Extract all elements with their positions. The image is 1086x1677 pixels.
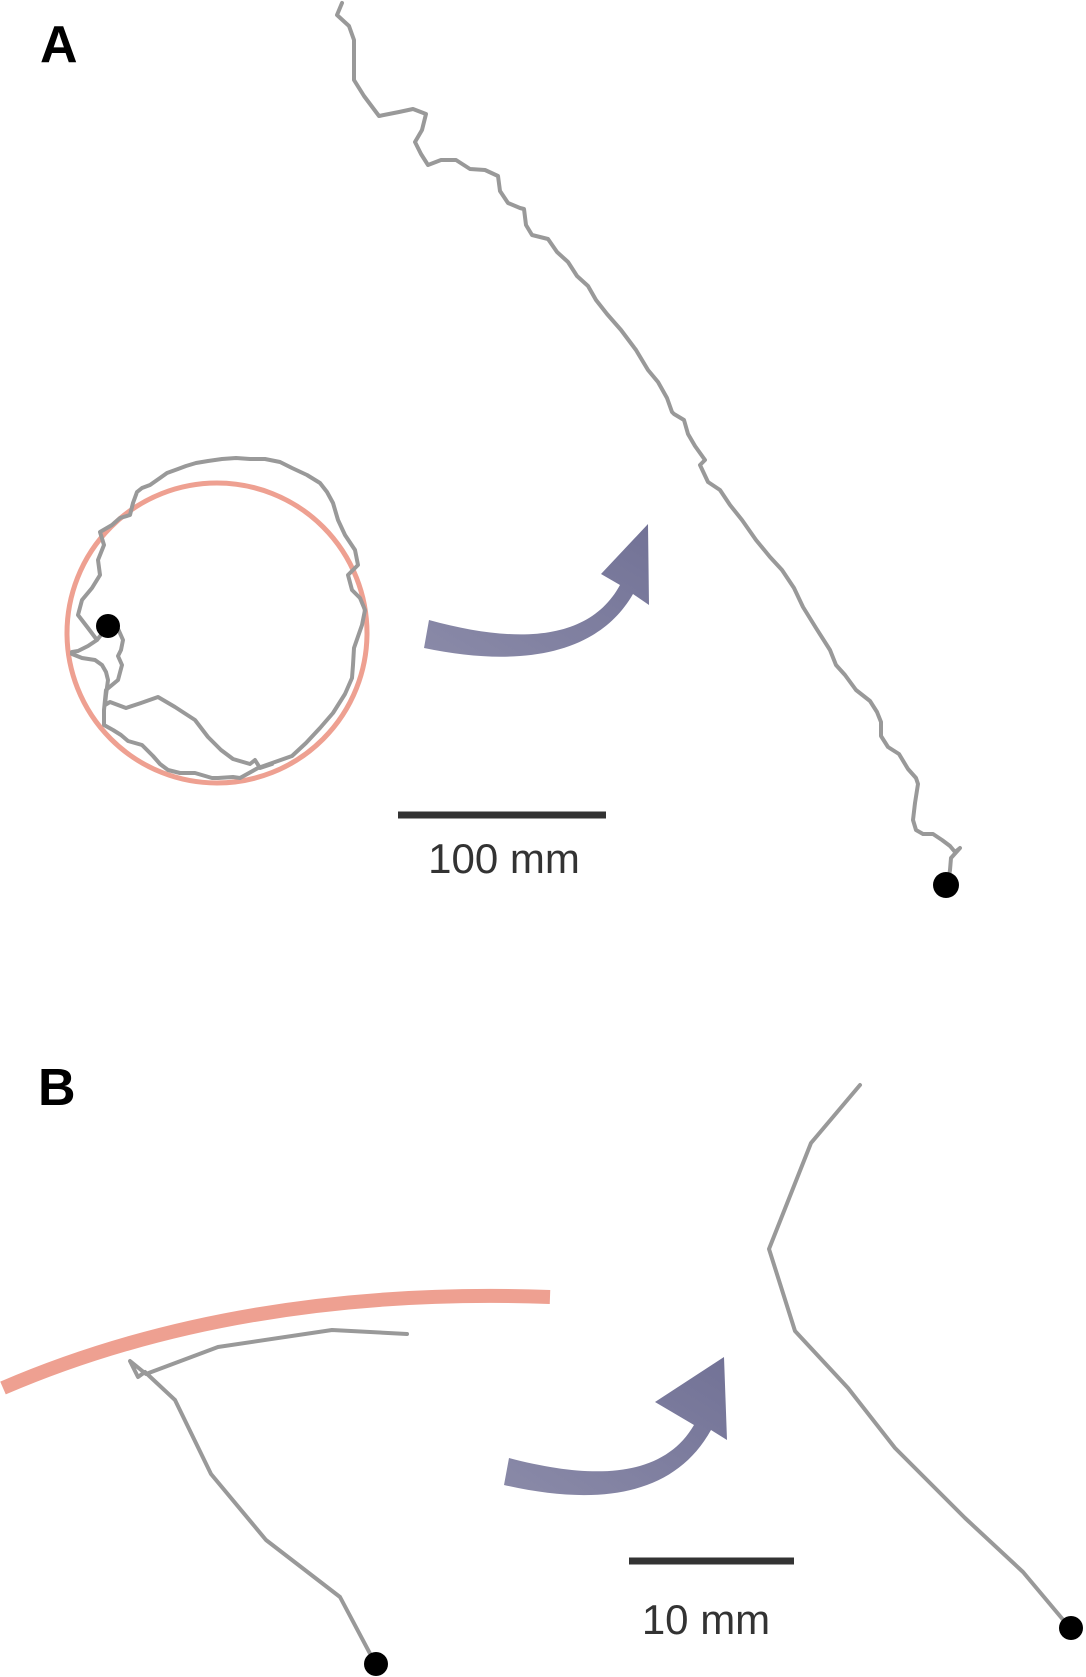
panel-a: A 100 mm bbox=[40, 1, 962, 898]
start-dot-unrolled-a bbox=[933, 872, 959, 898]
trajectory-near-wall bbox=[128, 1328, 409, 1665]
trajectory-unrolled-b bbox=[767, 1083, 1072, 1630]
panel-a-label: A bbox=[40, 16, 78, 74]
transform-arrow-b bbox=[504, 1357, 727, 1496]
trajectory-unrolled-a bbox=[335, 1, 962, 890]
scale-bar-b-label: 10 mm bbox=[642, 1596, 770, 1643]
arena-wall-circle bbox=[64, 480, 370, 786]
start-dot-near-wall bbox=[364, 1652, 388, 1676]
panel-b: B 10 mm bbox=[0, 1059, 1083, 1676]
panel-b-label: B bbox=[38, 1059, 76, 1117]
arena-wall-arc bbox=[0, 1288, 551, 1395]
scale-bar-a-label: 100 mm bbox=[428, 835, 580, 882]
trajectory-in-circle-lower bbox=[70, 652, 274, 770]
start-dot-circle-arena bbox=[96, 614, 120, 638]
start-dot-unrolled-b bbox=[1059, 1616, 1083, 1640]
trajectory-in-circle bbox=[70, 456, 367, 780]
transform-arrow-a bbox=[424, 524, 649, 657]
